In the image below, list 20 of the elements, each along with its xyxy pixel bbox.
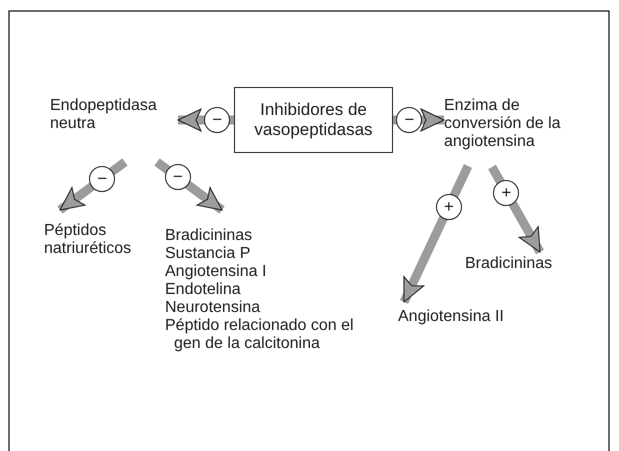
node-label: Inhibidores de vasopeptidasas [253,100,374,140]
edge-label: − [164,164,191,190]
edge-label: + [436,194,462,220]
node-label: Bradicininas [165,227,254,245]
process-box [234,87,393,153]
node-label: Endotelina [165,281,242,299]
node-label: Sustancia P [165,245,252,263]
node-label: Péptido relacionado con el gen de la calcitonina [165,317,355,353]
edge-label: + [493,180,520,206]
edge-label: − [396,107,422,133]
node-label: Angiotensina II [398,308,505,326]
block-arrow [400,164,472,304]
node-label: Endopeptidasa neutra [50,97,158,133]
node-label: Angiotensina I [165,263,268,281]
edge-label: − [204,107,230,133]
node-label: Bradicininas [465,255,554,273]
node-label: Neurotensina [165,299,262,317]
node-label: Péptidos natriuréticos [44,222,132,258]
node-label: Enzima de conversión de la angiotensina [444,97,562,151]
edge-label: − [89,166,116,192]
